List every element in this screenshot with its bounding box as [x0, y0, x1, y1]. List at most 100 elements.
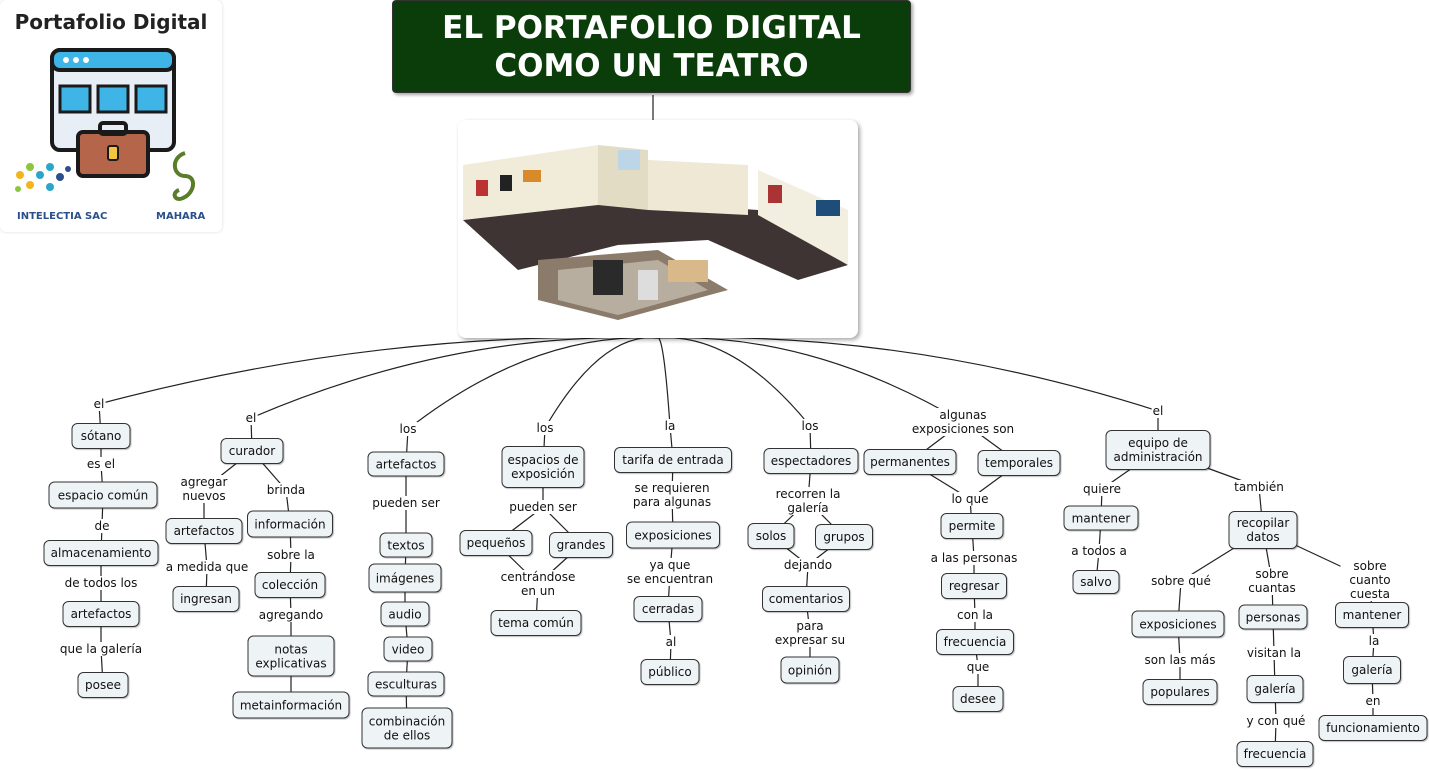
concept-node[interactable]: textos: [379, 532, 433, 558]
concept-node[interactable]: galería: [1343, 656, 1401, 684]
linking-phrase: de: [93, 519, 111, 533]
concept-node[interactable]: temporales: [977, 450, 1061, 476]
concept-node[interactable]: populares: [1142, 679, 1218, 705]
mahara-icon: [172, 151, 195, 201]
linking-phrase: dejando: [782, 558, 834, 572]
concept-node[interactable]: curador: [220, 438, 284, 464]
linking-phrase: con la: [955, 608, 995, 622]
concept-node[interactable]: desee: [952, 686, 1004, 712]
portafolio-digital-logo: Portafolio Digital INTELECTIA SAC MAHARA: [0, 0, 222, 232]
concept-node[interactable]: permite: [940, 513, 1004, 539]
concept-node[interactable]: espacios de exposición: [501, 446, 585, 488]
concept-node[interactable]: solos: [747, 523, 795, 549]
concept-node[interactable]: exposiciones: [1131, 610, 1225, 638]
concept-node[interactable]: comentarios: [762, 586, 850, 612]
concept-node[interactable]: ingresan: [172, 586, 240, 612]
linking-phrase: los: [398, 422, 418, 436]
linking-phrase: a medida que: [164, 560, 250, 574]
concept-node[interactable]: metainformación: [232, 691, 350, 719]
linking-phrase: sobre qué: [1150, 574, 1212, 588]
concept-node[interactable]: combinación de ellos: [361, 707, 453, 749]
concept-node[interactable]: video: [383, 636, 433, 662]
linking-phrase: la: [663, 419, 677, 433]
concept-node[interactable]: espectadores: [763, 448, 859, 474]
mahara-label: MAHARA: [156, 211, 206, 222]
linking-phrase: se requieren para algunas: [631, 481, 713, 509]
linking-phrase: es el: [85, 457, 117, 471]
concept-node[interactable]: almacenamiento: [43, 540, 159, 566]
concept-node[interactable]: salvo: [1072, 570, 1120, 594]
concept-node[interactable]: posee: [77, 672, 129, 698]
concept-node[interactable]: colección: [254, 572, 326, 598]
linking-phrase: centrándose en un: [499, 570, 577, 598]
linking-phrase: lo que: [950, 492, 990, 506]
concept-node[interactable]: exposiciones: [626, 521, 720, 549]
linking-phrase: visitan la: [1245, 646, 1303, 660]
concept-node[interactable]: información: [247, 510, 333, 538]
concept-node[interactable]: recopilar datos: [1228, 511, 1298, 549]
concept-node[interactable]: artefactos: [165, 518, 243, 544]
concept-node[interactable]: funcionamiento: [1318, 715, 1428, 741]
linking-phrase: al: [664, 635, 678, 649]
linking-phrase: agregando: [257, 608, 325, 622]
concept-node[interactable]: grandes: [549, 532, 613, 558]
linking-phrase: brinda: [265, 483, 307, 497]
linking-phrase: el: [244, 411, 258, 425]
concept-node[interactable]: frecuencia: [936, 629, 1014, 655]
linking-phrase: agregar nuevos: [179, 475, 229, 503]
concept-node[interactable]: opinión: [780, 656, 840, 684]
map-title[interactable]: EL PORTAFOLIO DIGITAL COMO UN TEATRO: [392, 0, 911, 93]
linking-phrase: pueden ser: [508, 500, 578, 514]
hub-connector: [407, 337, 658, 430]
linking-phrase: que: [965, 660, 991, 674]
concept-node[interactable]: frecuencia: [1236, 741, 1314, 767]
linking-phrase: de todos los: [63, 576, 139, 590]
concept-node[interactable]: artefactos: [367, 451, 445, 477]
concept-node[interactable]: mantener: [1335, 602, 1409, 628]
linking-phrase: la: [1367, 634, 1381, 648]
concept-node[interactable]: galería: [1246, 675, 1304, 703]
linking-phrase: a todos a: [1070, 544, 1128, 558]
concept-node[interactable]: cerradas: [633, 596, 703, 622]
concept-node[interactable]: mantener: [1063, 505, 1139, 531]
concept-node[interactable]: tarifa de entrada: [614, 447, 732, 473]
concept-node[interactable]: permanentes: [863, 449, 957, 475]
concept-node[interactable]: notas explicativas: [247, 635, 335, 677]
concept-node[interactable]: imágenes: [368, 563, 442, 593]
hub-connector: [656, 336, 1159, 412]
linking-phrase: recorren la galería: [774, 487, 842, 515]
concept-node[interactable]: regresar: [941, 573, 1007, 599]
hub-connector: [656, 337, 811, 427]
concept-node[interactable]: espacio común: [48, 481, 158, 509]
hub-connector: [250, 336, 658, 419]
portfolio-window-icon: [50, 48, 176, 178]
concept-node[interactable]: personas: [1238, 604, 1308, 630]
linking-phrase: los: [800, 419, 820, 433]
linking-phrase: sobre cuanto cuesta: [1340, 559, 1400, 601]
linking-phrase: en: [1364, 694, 1382, 708]
concept-node[interactable]: grupos: [815, 524, 873, 550]
concept-node[interactable]: tema común: [490, 610, 582, 636]
intelectia-label: INTELECTIA SAC: [17, 211, 108, 222]
logo-title: Portafolio Digital: [14, 10, 208, 34]
hub-connector: [98, 336, 658, 405]
hub-connector: [656, 336, 964, 423]
linking-phrase: quiere: [1082, 482, 1122, 496]
linking-phrase: el: [1151, 404, 1165, 418]
linking-phrase: los: [535, 421, 555, 435]
concept-node[interactable]: audio: [380, 601, 430, 627]
concept-node[interactable]: artefactos: [62, 601, 140, 627]
concept-node[interactable]: equipo de administración: [1105, 430, 1211, 470]
linking-phrase: para expresar su: [773, 619, 847, 647]
linking-phrase: también: [1233, 480, 1285, 494]
gallery-illustration: [458, 120, 858, 338]
linking-phrase: ya que se encuentran: [625, 558, 715, 586]
concept-node[interactable]: pequeños: [459, 530, 533, 556]
linking-phrase: sobre la: [266, 548, 316, 562]
concept-node[interactable]: público: [640, 659, 700, 685]
concept-node[interactable]: sótano: [71, 423, 131, 449]
linking-phrase: y con qué: [1245, 714, 1307, 728]
concept-node[interactable]: esculturas: [367, 671, 445, 697]
linking-phrase: pueden ser: [371, 496, 441, 510]
linking-phrase: que la galería: [58, 642, 144, 656]
